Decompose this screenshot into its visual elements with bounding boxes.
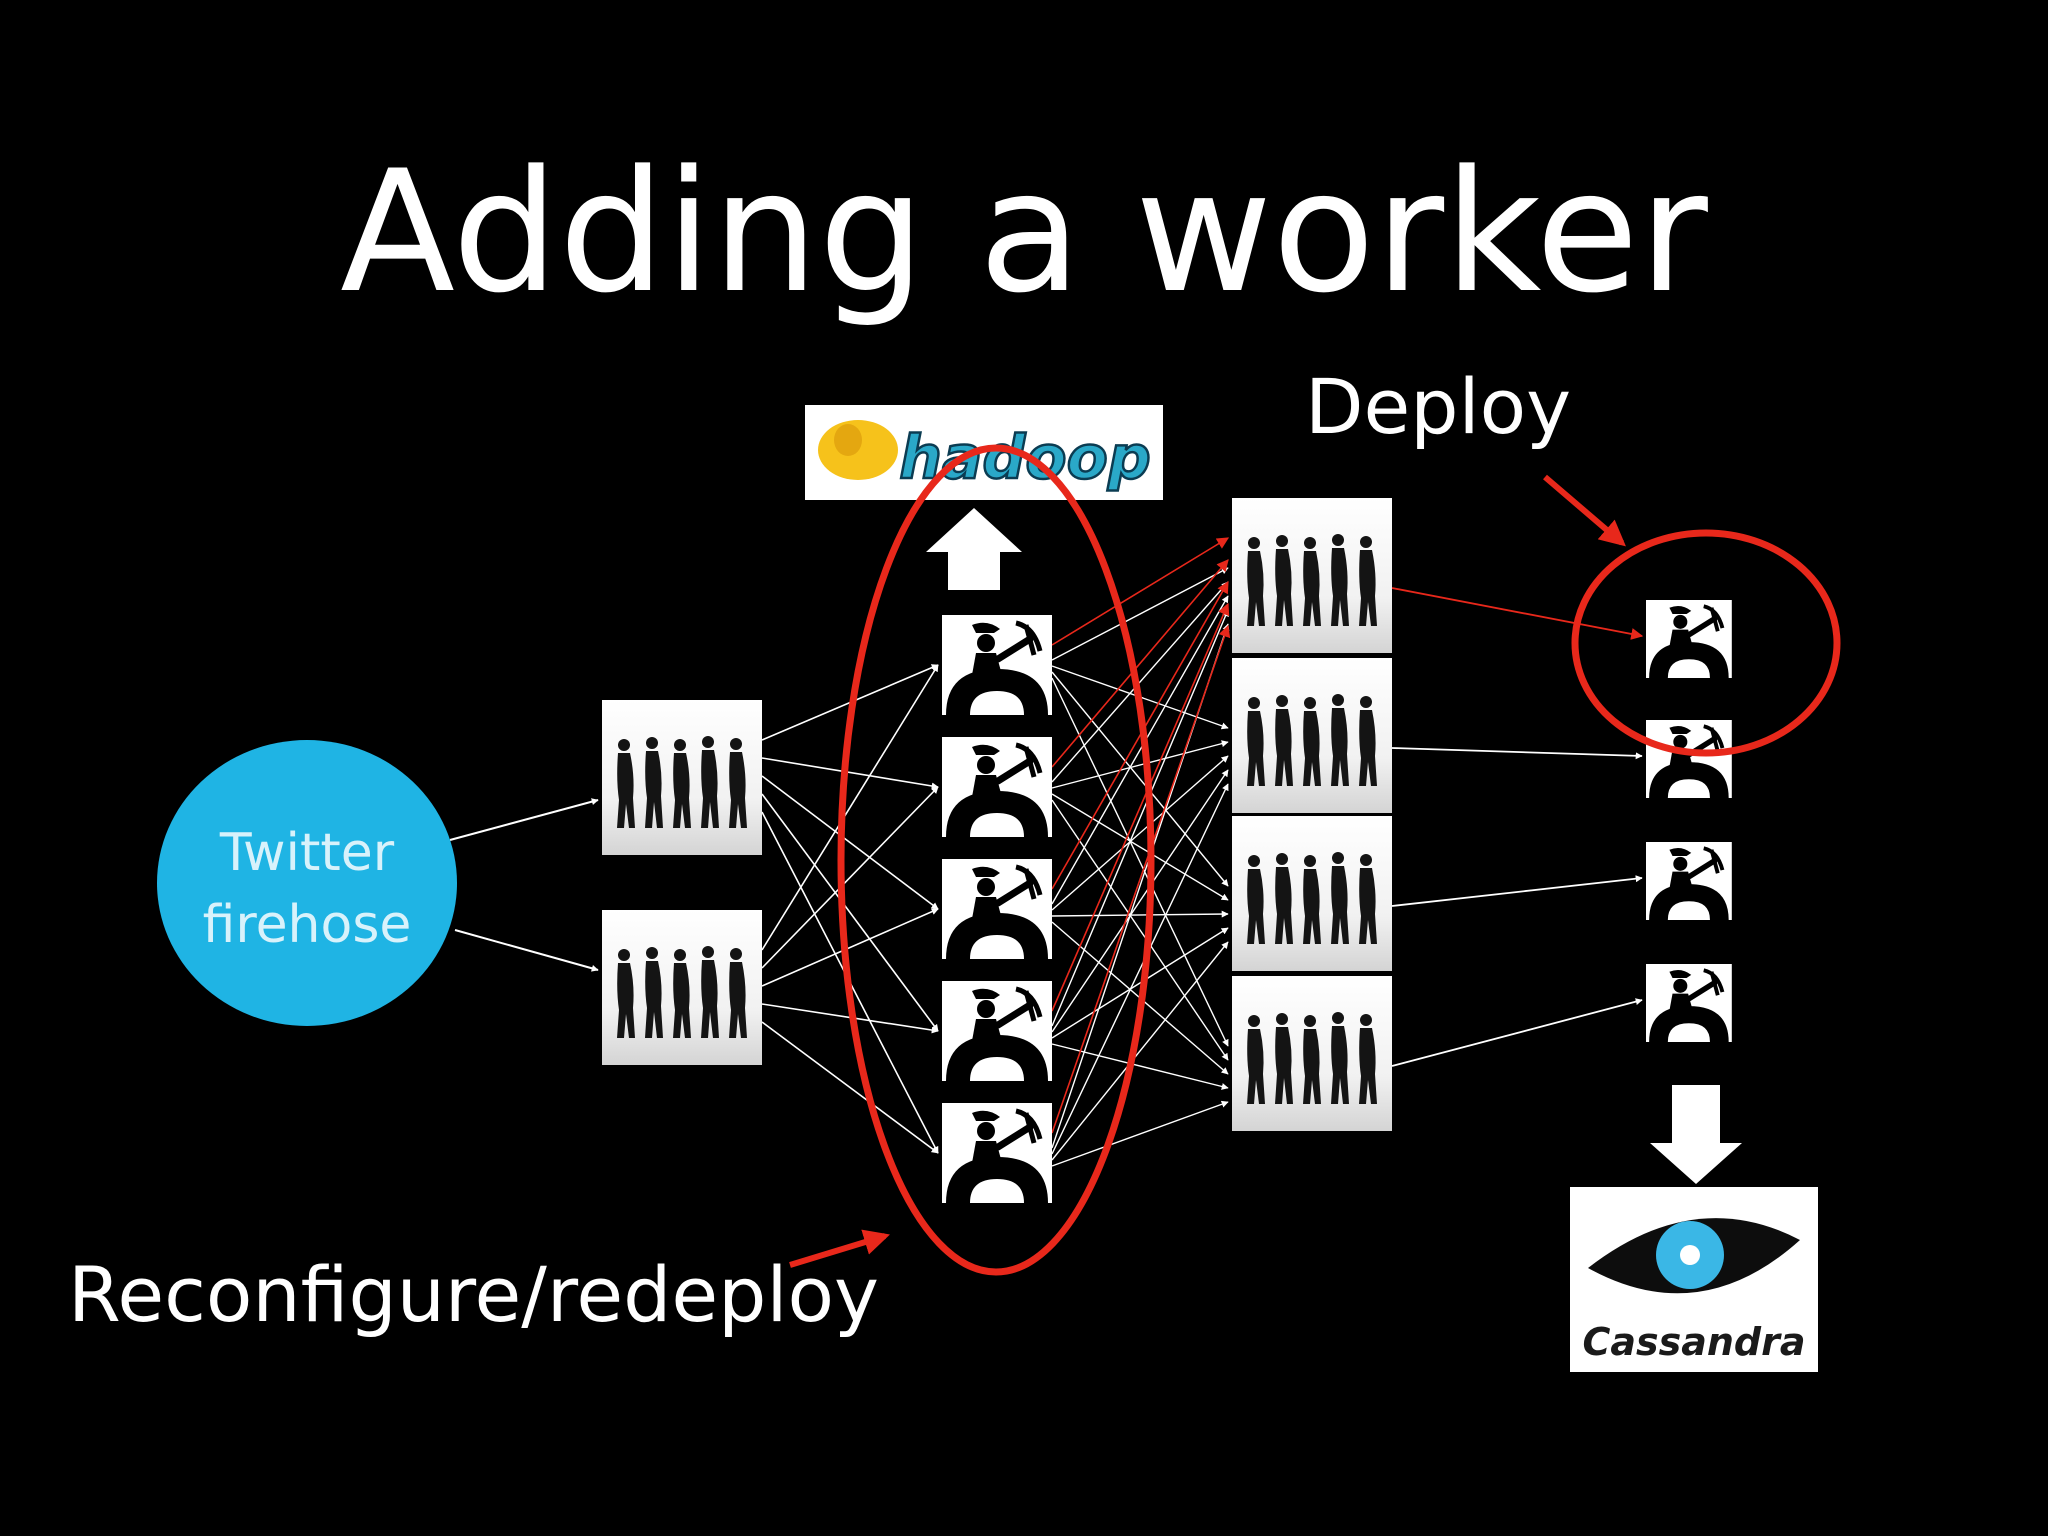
worker-node	[942, 615, 1052, 715]
highlight-overlay	[789, 444, 1841, 1276]
firehose-label: firehose	[203, 895, 412, 955]
reconfigure-pointer-arrow	[789, 1229, 890, 1268]
edge-bolt-queue	[1051, 677, 1229, 1047]
edge-spout-bolt	[761, 757, 939, 790]
edge-queue-new-worker	[1391, 587, 1644, 640]
hadoop-elephant-ear-icon	[834, 424, 862, 456]
worker-node	[1646, 720, 1732, 798]
worker-node	[942, 859, 1052, 959]
firehose-node	[157, 740, 457, 1026]
worker-node	[1646, 964, 1732, 1042]
edge-bolt-queue	[1051, 671, 1229, 887]
deploy-pointer-arrow	[1543, 474, 1626, 547]
deploy-highlight-ring	[1571, 529, 1841, 757]
worker-node	[942, 981, 1052, 1081]
edge-spout-bolt	[761, 786, 939, 969]
edge-spout-bolt	[761, 1021, 939, 1154]
cassandra-pupil-icon	[1680, 1245, 1700, 1265]
stream-edges	[449, 537, 1644, 1167]
down-arrow-icon	[1650, 1085, 1742, 1184]
edge-queue-worker	[1391, 747, 1643, 760]
worker-node	[1646, 600, 1732, 678]
edge-firehose-spout	[454, 929, 599, 972]
edge-bolt-queue	[1051, 740, 1229, 789]
edge-bolt-queue	[1051, 941, 1229, 1161]
edge-bolt-queue	[1051, 793, 1229, 901]
edge-bolt-queue	[1051, 783, 1229, 1155]
edge-bolt-queue	[1051, 1043, 1229, 1090]
queue-node	[1232, 976, 1392, 1131]
reconfigure-highlight-ring	[837, 444, 1155, 1276]
worker-node	[942, 1103, 1052, 1203]
edge-bolt-queue	[1051, 1100, 1229, 1167]
edge-spout-bolt	[761, 664, 939, 951]
edge-spout-bolt	[761, 908, 939, 987]
edge-bolt-queue	[1051, 581, 1229, 783]
edge-bolt-queue-new	[1051, 537, 1230, 646]
edge-bolt-queue-new	[1051, 624, 1231, 1134]
edge-queue-worker	[1391, 998, 1643, 1067]
slide-title: Adding a worker	[340, 134, 1708, 330]
edge-bolt-queue	[1051, 769, 1229, 1033]
edge-bolt-queue-new	[1051, 602, 1230, 1012]
queue-node	[1232, 498, 1392, 653]
reconfigure-label: Reconfigure/redeploy	[68, 1250, 879, 1339]
spout-node	[602, 910, 762, 1065]
edge-firehose-spout	[449, 798, 599, 841]
worker-node	[942, 737, 1052, 837]
queue-node	[1232, 816, 1392, 971]
spout-node	[602, 700, 762, 855]
edge-spout-bolt	[761, 775, 939, 910]
edge-bolt-queue-new	[1051, 559, 1229, 768]
edge-queue-worker	[1391, 875, 1643, 907]
cassandra-logo-text: Cassandra	[1582, 1320, 1805, 1364]
edge-bolt-queue	[1051, 595, 1229, 905]
edge-bolt-queue	[1051, 567, 1229, 661]
edge-bolt-queue	[1051, 910, 1229, 918]
worker-node	[1646, 842, 1732, 920]
queue-node	[1232, 658, 1392, 813]
edge-spout-bolt	[761, 793, 939, 1032]
deploy-label: Deploy	[1305, 362, 1572, 451]
edge-bolt-queue	[1051, 799, 1229, 1061]
firehose-label: Twitter	[219, 823, 395, 883]
edge-bolt-queue	[1051, 927, 1229, 1039]
edge-bolt-queue	[1051, 755, 1229, 911]
edge-bolt-queue	[1051, 609, 1229, 1027]
edge-bolt-queue-new	[1051, 580, 1229, 890]
up-arrow-icon	[926, 508, 1022, 590]
